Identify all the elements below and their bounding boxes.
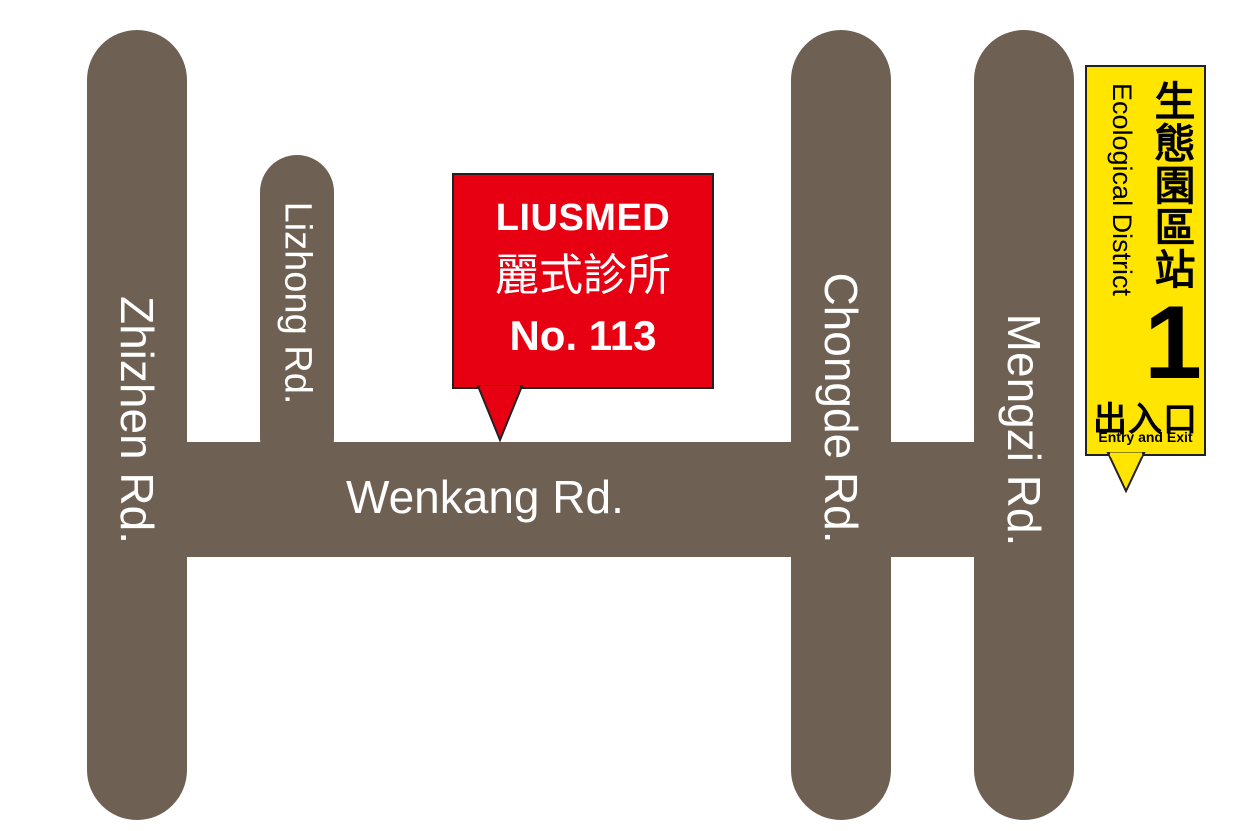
clinic-marker[interactable]: LIUSMED 麗式診所 No. 113 xyxy=(452,173,714,389)
clinic-marker-pointer-icon xyxy=(476,385,524,443)
chongde-road xyxy=(791,30,891,820)
mengzi-road xyxy=(974,30,1074,820)
wenkang-road-label: Wenkang Rd. xyxy=(346,471,624,523)
clinic-name-zh: 麗式診所 xyxy=(495,250,671,301)
station-name-en: Ecological District xyxy=(1107,83,1137,297)
mengzi-road-label: Mengzi Rd. xyxy=(998,313,1050,547)
zhizhen-road-label: Zhizhen Rd. xyxy=(111,295,163,545)
lizhong-road-label: Lizhong Rd. xyxy=(276,201,319,405)
station-marker-pointer-icon xyxy=(1106,452,1146,494)
exit-label-en: Entry and Exit xyxy=(1098,429,1193,445)
exit-number: 1 xyxy=(1144,285,1202,401)
clinic-name-en: LIUSMED xyxy=(495,197,671,239)
lizhong-road xyxy=(260,155,334,475)
chongde-road-label: Chongde Rd. xyxy=(815,272,867,544)
clinic-address: No. 113 xyxy=(509,312,657,359)
exit-label-zh: 出入口 xyxy=(1093,400,1198,440)
station-name-zh: 生態園區站 xyxy=(1154,78,1196,294)
station-exit-marker[interactable]: Ecological District 生態園區站 1 出入口 Entry an… xyxy=(1085,65,1206,456)
zhizhen-road xyxy=(87,30,187,820)
